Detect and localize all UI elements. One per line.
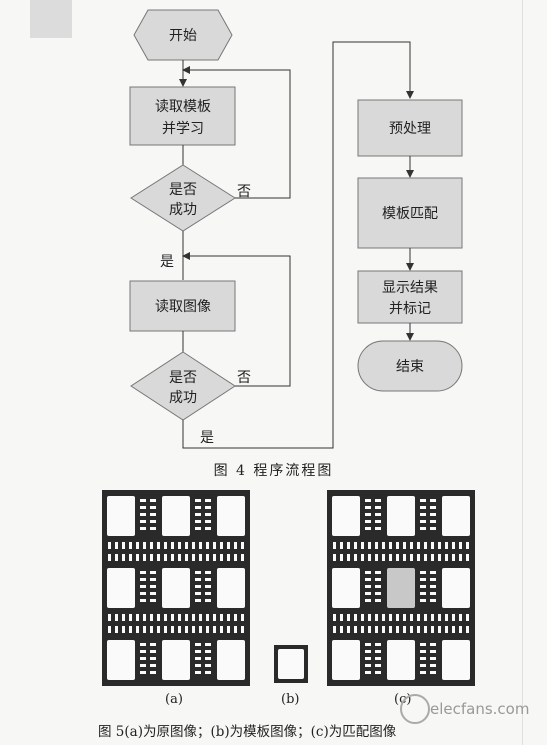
watermark-logo-icon: [400, 694, 430, 724]
label-b: (b): [281, 692, 300, 707]
show-result-label-2: 并标记: [389, 301, 431, 317]
yes-label-2: 是: [200, 430, 214, 446]
no-label-1: 否: [237, 184, 251, 200]
pattern-cell: [387, 640, 415, 680]
pattern-cell: [387, 496, 415, 536]
pattern-cell: [217, 568, 245, 608]
watermark: elecfans.com: [430, 700, 530, 718]
show-result-label-1: 显示结果: [382, 280, 438, 296]
end-node: [357, 340, 463, 392]
no-label-2: 否: [237, 370, 251, 386]
pattern-cell: [332, 496, 360, 536]
decision-2: [130, 351, 236, 421]
pattern-cell: [332, 640, 360, 680]
yes-label-1: 是: [160, 254, 174, 270]
original-image-panel: [102, 490, 250, 686]
start-label: 开始: [169, 28, 197, 44]
decision-2-label-2: 成功: [169, 390, 197, 406]
pattern-cell: [162, 568, 190, 608]
template-match-label: 模板匹配: [382, 206, 438, 222]
pattern-cell: [162, 640, 190, 680]
read-image-label: 读取图像: [155, 298, 211, 315]
end-label: 结束: [396, 359, 424, 375]
matched-image-panel: [327, 490, 475, 686]
template-image-panel: [274, 645, 308, 683]
page-edge-line: [522, 0, 523, 745]
decision-1-label-2: 成功: [169, 202, 197, 218]
preprocess-label: 预处理: [389, 121, 431, 137]
pattern-cell: [442, 568, 470, 608]
pattern-cell: [162, 496, 190, 536]
pattern-cell: [442, 640, 470, 680]
decision-2-label-1: 是否: [169, 370, 197, 386]
read-template-label-1: 读取模板: [155, 98, 211, 115]
pattern-cell: [107, 640, 135, 680]
template-match-box: [357, 177, 463, 249]
corner-block: [30, 0, 72, 38]
read-template-label-2: 并学习: [162, 121, 204, 137]
pattern-cell: [217, 640, 245, 680]
start-node: [133, 9, 233, 61]
pattern-cell: [442, 496, 470, 536]
pattern-cell: [217, 496, 245, 536]
pattern-cell: [107, 568, 135, 608]
matched-highlight-cell: [387, 568, 415, 608]
pattern-cell: [332, 568, 360, 608]
decision-1: [130, 164, 236, 232]
decision-1-label-1: 是否: [169, 182, 197, 198]
figure-4-caption: 图 4 程序流程图: [213, 463, 334, 479]
label-a: (a): [165, 692, 183, 707]
figure-5-caption: 图 5(a)为原图像；(b)为模板图像；(c)为匹配图像: [98, 724, 397, 740]
pattern-cell: [107, 496, 135, 536]
